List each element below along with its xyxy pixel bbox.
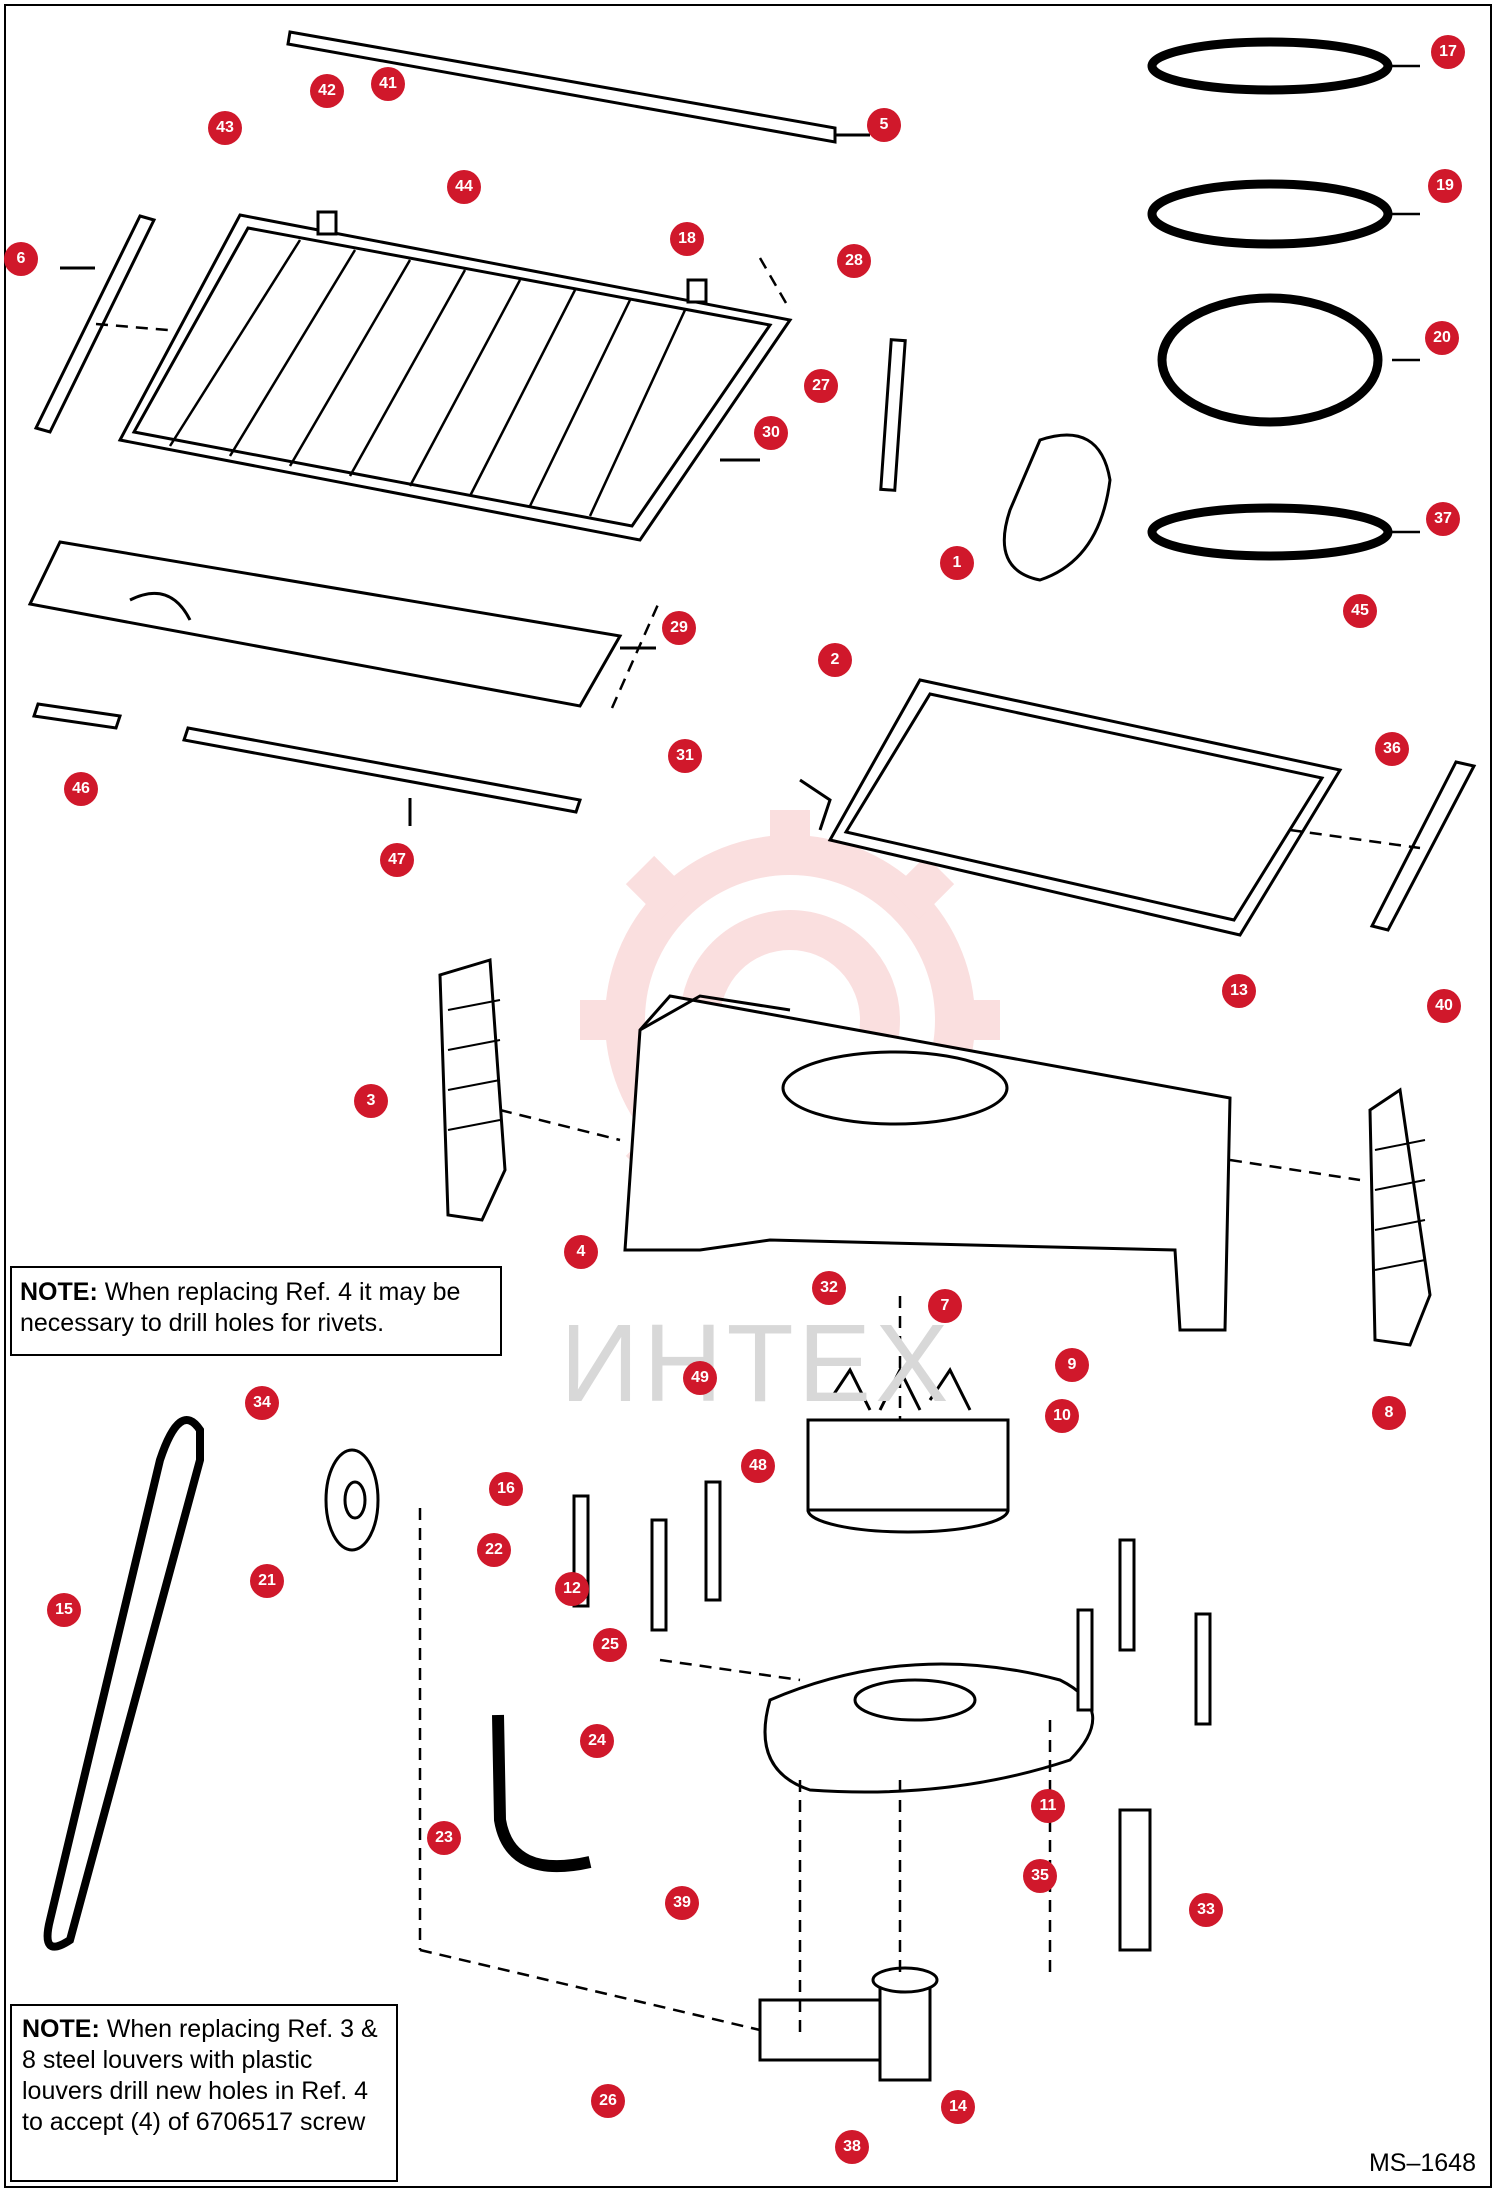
drive-belt: [43, 1416, 204, 1951]
callout-16: 16: [489, 1472, 523, 1506]
note-label: NOTE:: [20, 1278, 98, 1306]
callout-36: 36: [1375, 732, 1409, 766]
pulley: [324, 1448, 380, 1552]
lower-panel: [27, 540, 656, 708]
callout-22: 22: [477, 1533, 511, 1567]
callout-17: 17: [1431, 35, 1465, 69]
motor-assembly: [758, 1808, 1152, 2082]
callout-30: 30: [754, 416, 788, 450]
callout-13: 13: [1222, 974, 1256, 1008]
callout-4: 4: [564, 1235, 598, 1269]
callout-24: 24: [580, 1724, 614, 1758]
small-strips: [32, 702, 582, 826]
callout-5: 5: [867, 108, 901, 142]
callout-10: 10: [1045, 1399, 1079, 1433]
top-rail: [286, 30, 870, 144]
callout-18: 18: [670, 222, 704, 256]
note-text: When replacing Ref. 3 & 8 steel louvers …: [22, 2015, 378, 2136]
right-rod: [1369, 760, 1477, 932]
callout-40: 40: [1427, 989, 1461, 1023]
callout-21: 21: [250, 1564, 284, 1598]
callout-37: 37: [1426, 502, 1460, 536]
callout-42: 42: [310, 74, 344, 108]
callout-39: 39: [665, 1886, 699, 1920]
callout-35: 35: [1023, 1859, 1057, 1893]
callout-23: 23: [427, 1821, 461, 1855]
left-strip: [33, 214, 157, 434]
callout-8: 8: [1372, 1396, 1406, 1430]
louvered-frame: [117, 210, 793, 542]
callout-31: 31: [668, 739, 702, 773]
guide-lines: [95, 257, 1421, 2040]
callout-29: 29: [662, 611, 696, 645]
callout-48: 48: [741, 1449, 775, 1483]
base-plate: [763, 1662, 1095, 1794]
callout-41: 41: [371, 67, 405, 101]
callout-34: 34: [245, 1386, 279, 1420]
callout-44: 44: [447, 170, 481, 204]
callout-19: 19: [1428, 169, 1462, 203]
callout-2: 2: [818, 643, 852, 677]
callout-14: 14: [941, 2090, 975, 2124]
callout-49: 49: [683, 1361, 717, 1395]
callout-32: 32: [812, 1271, 846, 1305]
louvers: [438, 958, 1432, 1347]
note-ref-3-8: NOTE: When replacing Ref. 3 & 8 steel lo…: [10, 2004, 398, 2182]
callout-25: 25: [593, 1628, 627, 1662]
note-text: When replacing Ref. 4 it may be necessar…: [20, 1278, 461, 1337]
fan-impeller: [806, 1366, 1010, 1534]
note-ref-4: NOTE: When replacing Ref. 4 it may be ne…: [10, 1266, 502, 1356]
gaskets: [1147, 37, 1393, 561]
callout-43: 43: [208, 111, 242, 145]
callout-26: 26: [591, 2084, 625, 2118]
gas-strut: [879, 338, 1112, 582]
callout-27: 27: [804, 369, 838, 403]
callout-15: 15: [47, 1593, 81, 1627]
callout-38: 38: [835, 2130, 869, 2164]
callout-46: 46: [64, 772, 98, 806]
main-housing: [623, 994, 1232, 1332]
right-tray: [799, 678, 1343, 937]
callout-6: 6: [4, 242, 38, 276]
note-label: NOTE:: [22, 2015, 100, 2043]
figure-id: MS–1648: [1368, 2149, 1476, 2177]
callout-11: 11: [1031, 1789, 1065, 1823]
callout-12: 12: [555, 1572, 589, 1606]
watermark-text: ИНТЕХ: [560, 1302, 953, 1425]
pins: [572, 1480, 1212, 1726]
callout-33: 33: [1189, 1893, 1223, 1927]
callout-20: 20: [1425, 321, 1459, 355]
hose: [492, 1714, 592, 1873]
callout-3: 3: [354, 1084, 388, 1118]
callout-45: 45: [1343, 594, 1377, 628]
callout-7: 7: [928, 1289, 962, 1323]
callout-47: 47: [380, 843, 414, 877]
callout-1: 1: [940, 546, 974, 580]
callout-9: 9: [1055, 1348, 1089, 1382]
callout-28: 28: [837, 244, 871, 278]
